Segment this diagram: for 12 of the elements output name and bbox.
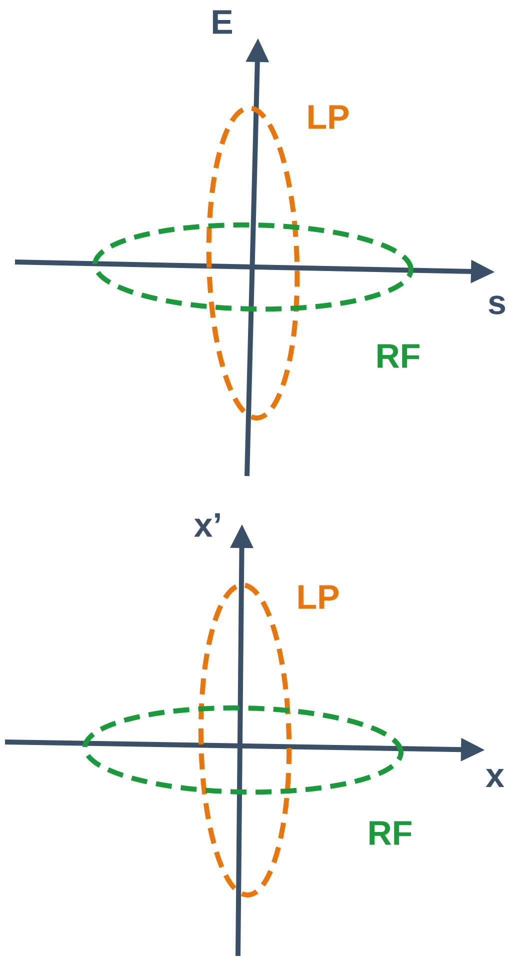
ellipse-label: RF	[370, 821, 412, 845]
dashed-ellipse	[92, 222, 414, 312]
axis-label: x	[486, 769, 504, 787]
axis-label: s	[488, 296, 506, 314]
dashed-ellipse	[206, 106, 300, 420]
axis-label: E	[212, 10, 232, 34]
dashed-ellipse	[198, 582, 292, 898]
ellipse-label: LP	[298, 585, 339, 609]
ellipse-label: LP	[308, 105, 349, 129]
dashed-ellipse	[82, 706, 404, 794]
ellipse-label: RF	[378, 344, 420, 368]
axis-label: x’	[194, 513, 220, 537]
